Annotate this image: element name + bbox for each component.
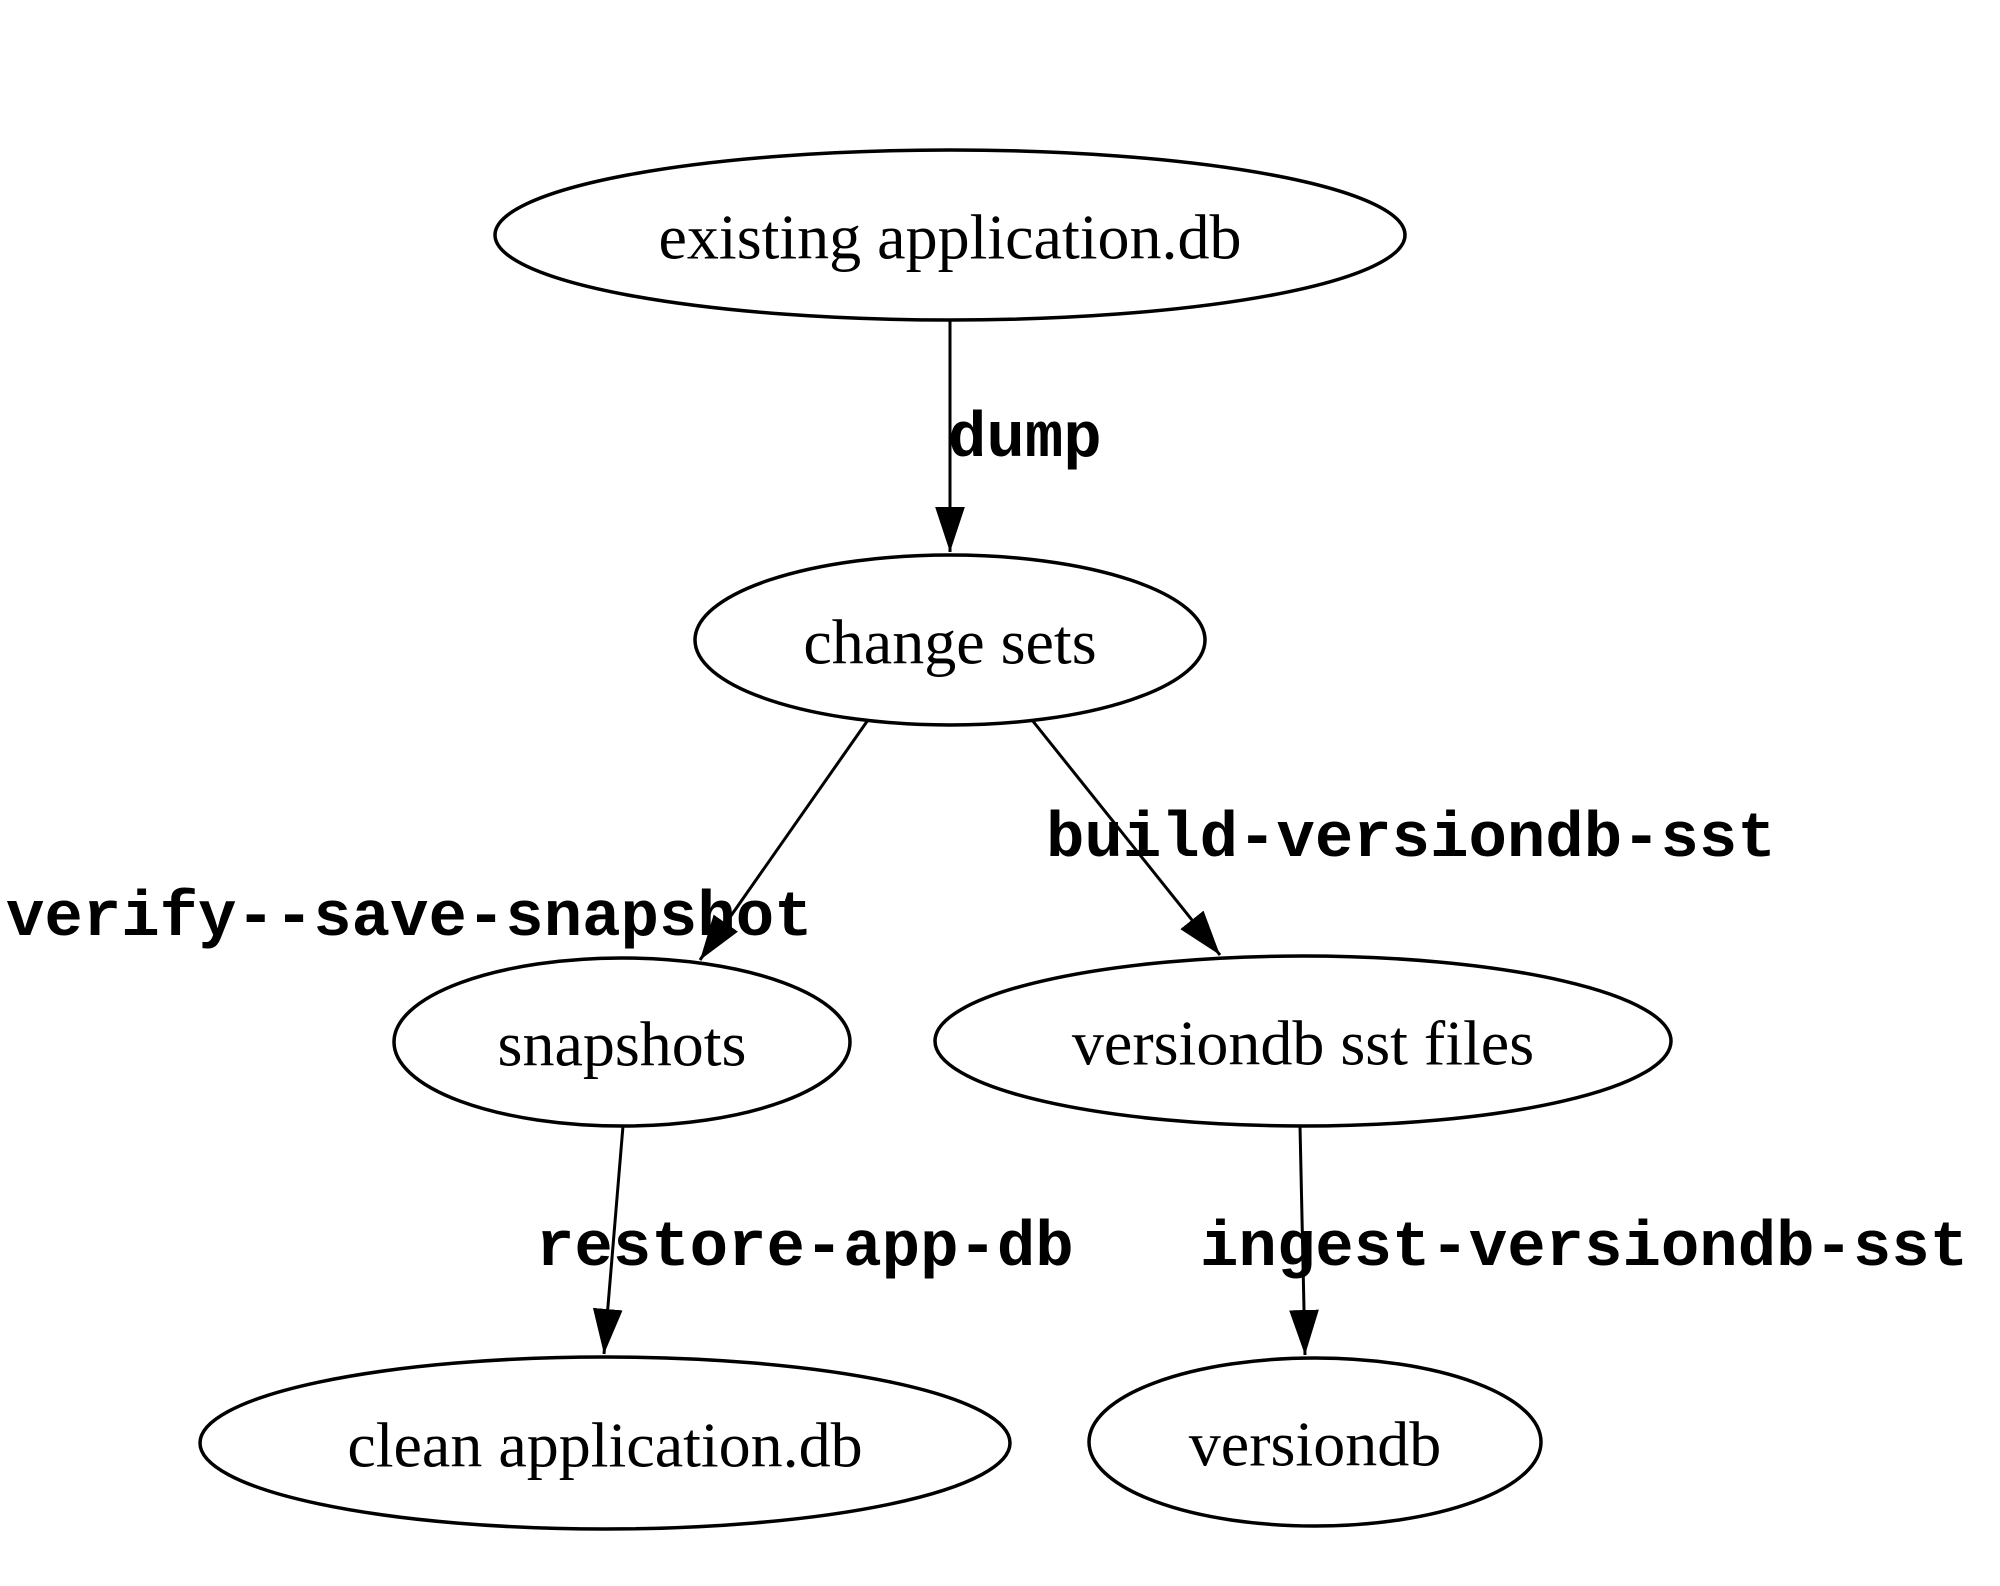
node-versiondb: versiondb bbox=[1087, 1356, 1543, 1528]
node-clean-application-db: clean application.db bbox=[198, 1355, 1012, 1531]
edge-dump: dump bbox=[935, 320, 1102, 552]
node-versiondb-ellipse bbox=[1087, 1356, 1543, 1528]
node-versiondb-sst-files-ellipse bbox=[933, 954, 1673, 1128]
edge-label-dump: dump bbox=[948, 404, 1102, 476]
edge-line bbox=[592, 1125, 625, 1355]
node-snapshots-ellipse bbox=[392, 956, 852, 1128]
edge-line bbox=[698, 719, 870, 961]
edge-build-versiondb-sst: build-versiondb-sst bbox=[1030, 719, 1776, 956]
node-change-sets-ellipse bbox=[693, 553, 1207, 727]
node-versiondb-label: versiondb bbox=[1189, 1409, 1441, 1480]
node-snapshots-label: snapshots bbox=[498, 1009, 747, 1080]
edge-label-ingest-versiondb-sst: ingest-versiondb-sst bbox=[1200, 1213, 1968, 1285]
node-versiondb-sst-files: versiondb sst files bbox=[933, 954, 1673, 1128]
node-clean-application-db-label: clean application.db bbox=[347, 1410, 862, 1481]
edge-line bbox=[1030, 719, 1222, 956]
node-change-sets-label: change sets bbox=[803, 607, 1096, 678]
node-versiondb-sst-files-label: versiondb sst files bbox=[1072, 1008, 1534, 1079]
node-snapshots: snapshots bbox=[392, 956, 852, 1128]
edge-verify-save-snapshot: verify--save-snapshot bbox=[6, 719, 870, 961]
node-existing-application-db-label: existing application.db bbox=[659, 202, 1242, 273]
edge-label-verify-save-snapshot: verify--save-snapshot bbox=[6, 883, 813, 955]
edge-ingest-versiondb-sst: ingest-versiondb-sst bbox=[1200, 1125, 1968, 1356]
node-existing-application-db: existing application.db bbox=[493, 148, 1407, 322]
node-change-sets: change sets bbox=[693, 553, 1207, 727]
edge-label-restore-app-db: restore-app-db bbox=[536, 1213, 1074, 1285]
edge-line bbox=[1289, 1125, 1319, 1356]
edge-restore-app-db: restore-app-db bbox=[536, 1125, 1074, 1355]
edge-label-build-versiondb-sst: build-versiondb-sst bbox=[1046, 804, 1776, 876]
node-clean-application-db-ellipse bbox=[198, 1355, 1012, 1531]
node-existing-application-db-ellipse bbox=[493, 148, 1407, 322]
